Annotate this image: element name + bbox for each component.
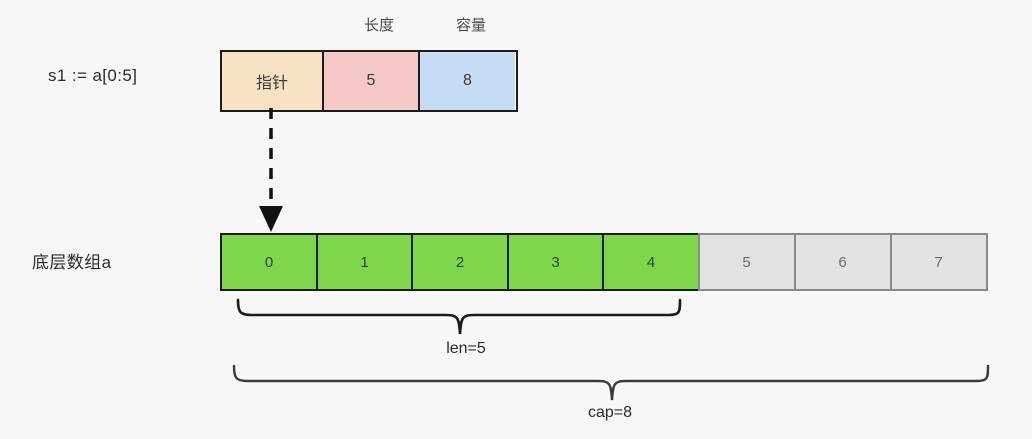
slice-length-cell: 5 xyxy=(322,52,418,110)
array-cell: 4 xyxy=(602,233,700,291)
array-cell: 5 xyxy=(697,233,796,291)
length-column-caption: 长度 xyxy=(363,17,394,34)
length-brace-caption: len=5 xyxy=(446,340,486,357)
slice-capacity-cell: 8 xyxy=(418,52,515,110)
array-cell: 0 xyxy=(220,233,318,291)
array-row-label: 底层数组a xyxy=(32,253,112,272)
array-cell: 1 xyxy=(315,233,414,291)
capacity-brace xyxy=(232,364,990,401)
underlying-array: 0 1 2 3 4 5 6 7 xyxy=(220,233,1003,291)
slice-pointer-cell: 指针 xyxy=(222,52,322,110)
length-brace-path xyxy=(236,298,682,335)
capacity-brace-path xyxy=(232,364,990,401)
array-cell: 7 xyxy=(889,233,988,291)
pointer-arrow-head xyxy=(259,206,283,232)
array-cell: 6 xyxy=(793,233,892,291)
array-cell: 3 xyxy=(506,233,605,291)
array-cell: 2 xyxy=(411,233,509,291)
slice-header-struct: 指针 5 8 xyxy=(220,50,518,112)
capacity-column-caption: 容量 xyxy=(455,17,486,34)
capacity-brace-caption: cap=8 xyxy=(587,404,633,421)
pointer-arrow-icon xyxy=(259,108,283,232)
length-brace xyxy=(236,298,682,335)
slice-row-label: s1 := a[0:5] xyxy=(48,66,138,85)
